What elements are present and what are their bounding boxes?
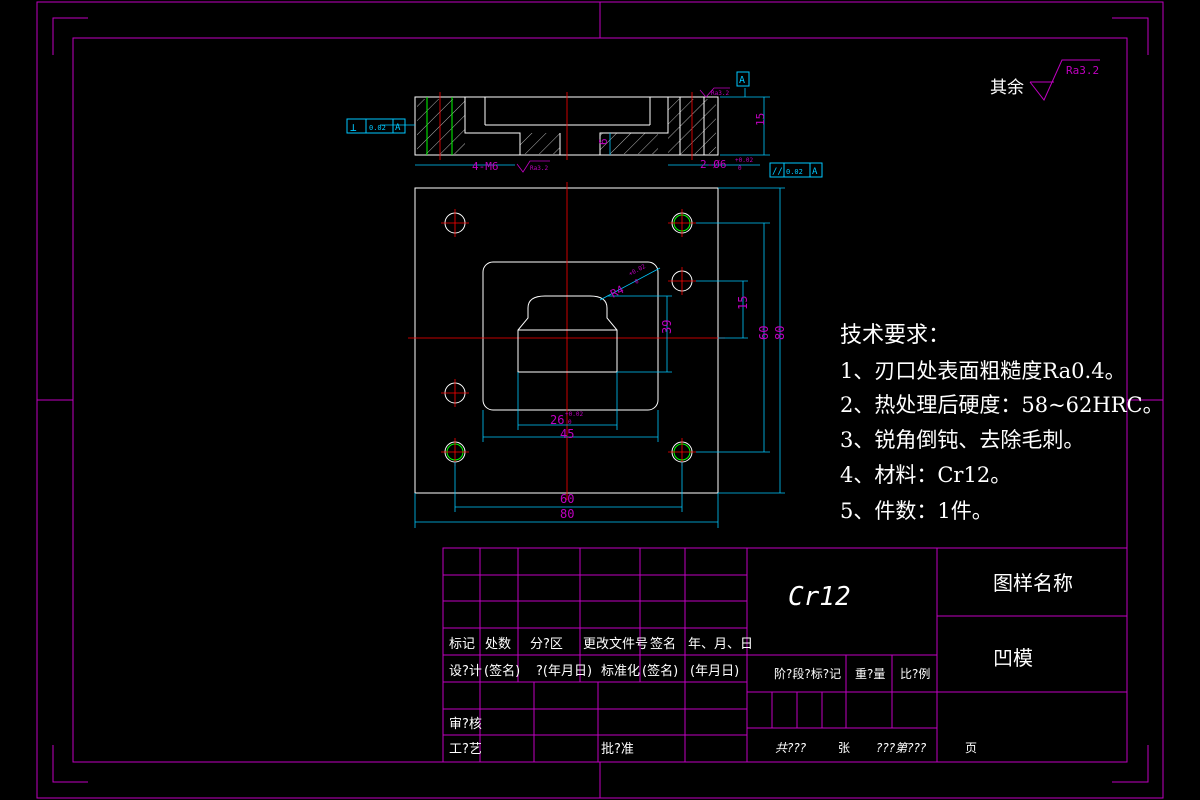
dim-height: 15: [754, 113, 767, 126]
roughness-bottom: Ra3.2: [530, 165, 548, 172]
drawing-name-label: 图样名称: [993, 571, 1073, 595]
svg-text:0.02: 0.02: [786, 168, 803, 176]
part-name: 凹模: [993, 646, 1033, 670]
rev-hdr-sign: 签名: [650, 636, 676, 652]
svg-text:A: A: [812, 167, 818, 177]
perpendicularity-frame: ⊥ 0.02 A: [346, 118, 406, 134]
scale-label: 比?例: [900, 667, 930, 681]
radius-tol-upper: +0.02: [628, 263, 648, 278]
tech-req-title: 技术要求：: [840, 323, 950, 348]
tech-req-item-5: 5、件数：1件。: [840, 499, 993, 523]
dim-26-tol-lower: 0: [568, 419, 572, 426]
review-label: 审?核: [449, 717, 482, 732]
design-date: ?(年月日): [536, 664, 592, 679]
weight-label: 重?量: [855, 667, 885, 681]
roughness-top: Ra3.2: [711, 90, 729, 97]
std-sign: (签名): [642, 663, 678, 679]
approve-label: 批?准: [601, 742, 634, 757]
tech-req-item-3: 3、锐角倒钝、去除毛刺。: [840, 428, 1084, 452]
section-view: 15 6 4-M6 2-Ø6 +0.02 0 Ra3.2 Ra3.2 A ⊥ 0…: [346, 71, 823, 178]
std-date: (年月日): [690, 664, 739, 679]
dim-plan-80v: 80: [773, 326, 787, 340]
finish-prefix: 其余: [990, 78, 1024, 98]
rev-hdr-count: 处数: [485, 637, 511, 652]
page-unit: 页: [965, 741, 977, 755]
parallelism-frame: // 0.02 A: [769, 162, 823, 178]
design-sign: (签名): [484, 663, 520, 679]
process-label: 工?艺: [449, 742, 482, 757]
tech-req-item-1: 1、刃口处表面粗糙度Ra0.4。: [840, 359, 1126, 383]
technical-requirements: 技术要求： 1、刃口处表面粗糙度Ra0.4。 2、热处理后硬度：58~62HRC…: [840, 323, 1164, 523]
rev-hdr-docno: 更改文件号: [583, 637, 648, 652]
datum-label: A: [739, 75, 745, 86]
thread-label: 4-M6: [472, 160, 499, 173]
dim-plan-60h: 60: [560, 492, 574, 506]
dim-plan-80h: 80: [560, 507, 574, 521]
svg-text:A: A: [395, 123, 401, 133]
dim-plan-45: 45: [560, 427, 574, 441]
hole-tol-lower: 0: [738, 165, 742, 172]
tech-req-item-2: 2、热处理后硬度：58~62HRC。: [840, 393, 1164, 417]
sheet-unit: 张: [838, 741, 850, 755]
tech-req-item-4: 4、材料：Cr12。: [840, 463, 1011, 487]
dim-depth: 6: [597, 138, 610, 145]
svg-text:⊥: ⊥: [350, 121, 357, 134]
dim-plan-26: 26: [550, 413, 564, 427]
sheet-total: 共???: [775, 741, 807, 755]
sheet-index: ???第???: [876, 741, 927, 755]
title-block-text: Cr12 图样名称 凹模 标记 处数 分?区 更改文件号 签名 年、月、日 设?…: [449, 571, 1073, 757]
design-label: 设?计: [449, 664, 482, 679]
rev-hdr-zone: 分?区: [530, 637, 563, 652]
dim-plan-15: 15: [736, 296, 750, 310]
rev-hdr-mark: 标记: [449, 637, 475, 652]
rev-hdr-date: 年、月、日: [688, 637, 753, 652]
radius-label: R4: [608, 283, 626, 301]
radius-tol-lower: 0: [634, 278, 641, 286]
material-value: Cr12: [788, 582, 851, 612]
stage-label: 阶?段?标?记: [774, 666, 841, 681]
dim-26-tol-upper: +0.02: [565, 411, 583, 418]
centering-mark-tl: [52, 17, 88, 55]
dim-plan-60v: 60: [757, 326, 771, 340]
title-block: [442, 547, 1128, 763]
hole-label: 2-Ø6: [700, 158, 727, 171]
svg-text://: //: [772, 167, 783, 177]
svg-text:0.02: 0.02: [369, 124, 386, 132]
finish-roughness: Ra3.2: [1066, 64, 1099, 77]
plan-view: 80 60 45 26 +0.02 0 80 60 15 39 R4 +0.02…: [408, 182, 787, 528]
standardization-label: 标准化: [601, 664, 640, 679]
dim-plan-39: 39: [660, 320, 674, 334]
hole-tol-upper: +0.02: [735, 157, 753, 164]
surface-finish-mark: 其余 Ra3.2: [990, 59, 1100, 101]
